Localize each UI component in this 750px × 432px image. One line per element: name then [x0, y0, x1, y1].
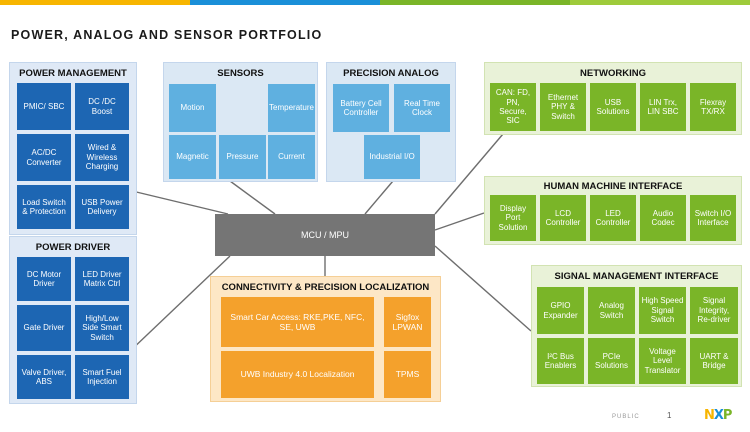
precision-analog-panel: PRECISION ANALOG Battery Cell Controller… — [326, 62, 456, 182]
temperature-cell: Temperature — [268, 84, 315, 132]
smart-car-access-cell: Smart Car Access: RKE,PKE, NFC, SE, UWB — [221, 297, 374, 347]
current-cell: Current — [268, 135, 315, 179]
top-color-strip — [0, 0, 750, 5]
ethernet-phy-cell: Ethernet PHY & Switch — [540, 83, 586, 131]
flexray-cell: Flexray TX/RX — [690, 83, 736, 131]
industrial-io-cell: Industrial I/O — [364, 135, 420, 179]
hmi-panel: HUMAN MACHINE INTERFACE Display Port Sol… — [484, 176, 742, 245]
mcu-mpu-block: MCU / MPU — [215, 214, 435, 256]
ac-dc-converter-cell: AC/DC Converter — [17, 134, 71, 181]
pcie-solutions-cell: PCIe Solutions — [588, 338, 635, 384]
pressure-cell: Pressure — [219, 135, 266, 179]
audio-codec-cell: Audio Codec — [640, 195, 686, 241]
networking-panel: NETWORKING CAN: FD, PN, Secure, SIC Ethe… — [484, 62, 742, 135]
power-driver-panel: POWER DRIVER DC Motor Driver LED Driver … — [9, 236, 137, 404]
motion-cell: Motion — [169, 84, 216, 132]
gpio-expander-cell: GPIO Expander — [537, 287, 584, 334]
sensors-title: SENSORS — [217, 68, 264, 79]
gate-driver-cell: Gate Driver — [17, 305, 71, 351]
networking-title: NETWORKING — [580, 68, 646, 79]
sensors-panel: SENSORS Motion Temperature Magnetic Pres… — [163, 62, 318, 182]
footer-public-label: PUBLIC — [612, 414, 640, 420]
magnetic-cell: Magnetic — [169, 135, 216, 179]
dc-motor-driver-cell: DC Motor Driver — [17, 257, 71, 301]
signal-integrity-cell: Signal Integrity, Re-driver — [690, 287, 738, 334]
usb-solutions-cell: USB Solutions — [590, 83, 636, 131]
load-switch-cell: Load Switch & Protection — [17, 185, 71, 229]
valve-driver-cell: Valve Driver, ABS — [17, 355, 71, 399]
led-controller-cell: LED Controller — [590, 195, 636, 241]
uwb-localization-cell: UWB Industry 4.0 Localization — [221, 351, 374, 398]
battery-cell-controller-cell: Battery Cell Controller — [333, 84, 389, 132]
nxp-logo: NXP — [704, 408, 732, 423]
pmic-sbc-cell: PMIC/ SBC — [17, 83, 71, 130]
power-management-title: POWER MANAGEMENT — [19, 68, 127, 79]
smart-switch-cell: High/Low Side Smart Switch — [75, 305, 129, 351]
real-time-clock-cell: Real Time Clock — [394, 84, 450, 132]
high-speed-switch-cell: High Speed Signal Switch — [639, 287, 686, 334]
precision-analog-title: PRECISION ANALOG — [343, 68, 439, 79]
power-driver-title: POWER DRIVER — [35, 242, 111, 253]
lin-trx-cell: LIN Trx, LIN SBC — [640, 83, 686, 131]
connectivity-panel: CONNECTIVITY & PRECISION LOCALIZATION Sm… — [210, 276, 441, 402]
switch-io-cell: Switch I/O Interface — [690, 195, 736, 241]
can-cell: CAN: FD, PN, Secure, SIC — [490, 83, 536, 131]
i2c-bus-cell: I²C Bus Enablers — [537, 338, 584, 384]
signal-mgmt-title: SIGNAL MANAGEMENT INTERFACE — [554, 271, 719, 282]
voltage-translator-cell: Voltage Level Translator — [639, 338, 686, 384]
wireless-charging-cell: Wired & Wireless Charging — [75, 134, 129, 181]
page-title: POWER, ANALOG AND SENSOR PORTFOLIO — [11, 28, 323, 42]
smart-fuel-injection-cell: Smart Fuel Injection — [75, 355, 129, 399]
lcd-controller-cell: LCD Controller — [540, 195, 586, 241]
sigfox-lpwan-cell: Sigfox LPWAN — [384, 297, 431, 347]
uart-bridge-cell: UART & Bridge — [690, 338, 738, 384]
footer-page-number: 1 — [667, 411, 672, 420]
power-management-panel: POWER MANAGEMENT PMIC/ SBC DC /DC Boost … — [9, 62, 137, 235]
dc-dc-boost-cell: DC /DC Boost — [75, 83, 129, 130]
signal-mgmt-panel: SIGNAL MANAGEMENT INTERFACE GPIO Expande… — [531, 265, 742, 387]
usb-power-delivery-cell: USB Power Delivery — [75, 185, 129, 229]
connectivity-title: CONNECTIVITY & PRECISION LOCALIZATION — [221, 282, 430, 293]
tpms-cell: TPMS — [384, 351, 431, 398]
display-port-cell: Display Port Solution — [490, 195, 536, 241]
led-driver-cell: LED Driver Matrix Ctrl — [75, 257, 129, 301]
hmi-title: HUMAN MACHINE INTERFACE — [543, 181, 683, 192]
analog-switch-cell: Analog Switch — [588, 287, 635, 334]
